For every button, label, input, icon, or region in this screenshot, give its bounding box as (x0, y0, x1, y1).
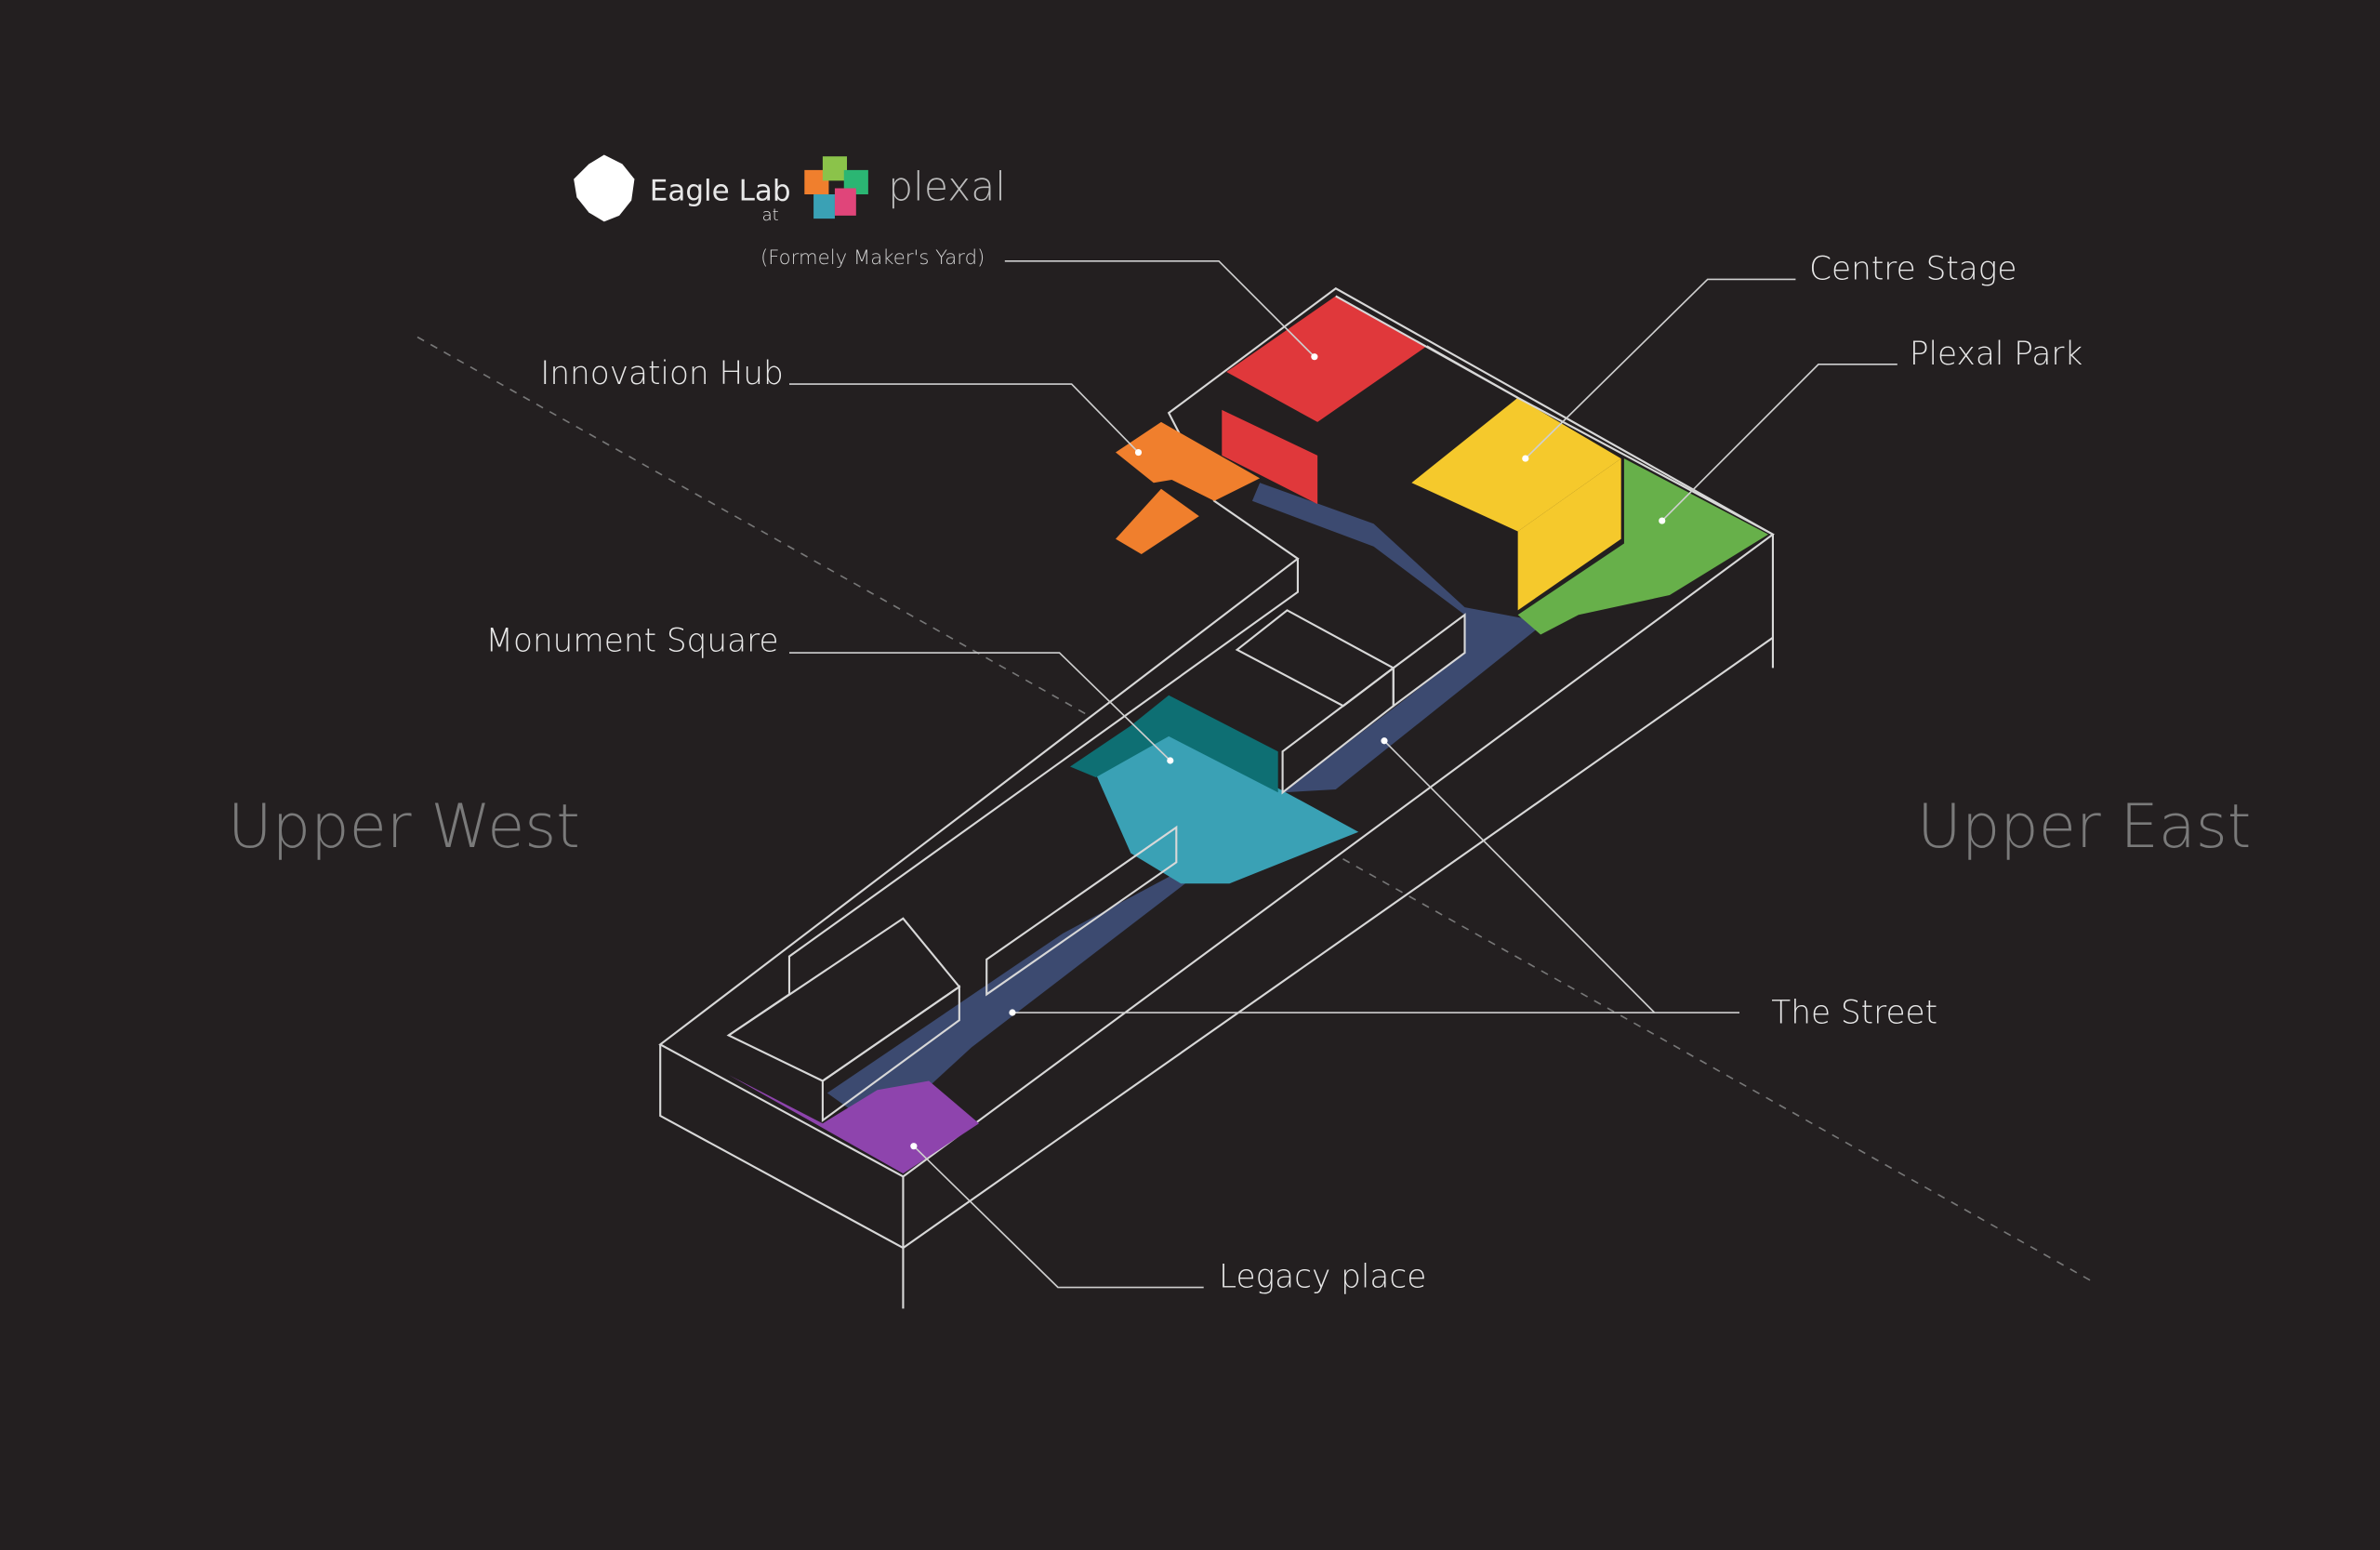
block-side (1392, 613, 1466, 709)
block-side (821, 985, 960, 1123)
label-innovation-hub: Innovation Hub (540, 355, 784, 392)
svg-text:at: at (762, 205, 779, 225)
label-monument-square: Monument Square (485, 622, 778, 659)
leader-innovation-hub (788, 383, 1140, 454)
leader-monument-square (788, 652, 1171, 762)
centre-stage-wall (1517, 458, 1621, 611)
monument-square-floor (1095, 728, 1359, 884)
leader-legacy-place (913, 1146, 1204, 1289)
block (985, 825, 1178, 997)
label-plexal-park: Plexal Park (1910, 336, 2082, 373)
eagle-icon (574, 154, 635, 222)
svg-text:plexal: plexal (888, 166, 1006, 211)
monument-square-wall (1070, 695, 1278, 793)
label-the-street: The Street (1771, 994, 1937, 1031)
leader-the-street-2 (1383, 740, 1656, 1013)
svg-text:(Formely Maker's Yard): (Formely Maker's Yard) (760, 246, 985, 270)
svg-text:Eagle Lab: Eagle Lab (650, 175, 791, 208)
zone-upper-east: Upper East (1917, 791, 2251, 862)
marker-dots (910, 353, 1666, 1150)
makers-yard-wall (1222, 409, 1318, 505)
plexal-cube-icon (804, 156, 868, 219)
logo: Eagle Lab at plexal (Formely Maker's Yar… (574, 154, 1006, 270)
leader-makers-yard (1004, 260, 1316, 358)
the-street-area (826, 483, 1546, 1132)
building (658, 286, 1775, 1309)
makers-yard-area (1226, 296, 1427, 422)
zone-upper-west: Upper West (228, 791, 580, 862)
innovation-hub-area-2 (1116, 488, 1199, 554)
plexal-park-area (1517, 458, 1769, 635)
centre-stage-floor (1411, 397, 1621, 532)
label-legacy-place: Legacy place (1219, 1259, 1426, 1296)
label-centre-stage: Centre Stage (1809, 250, 2016, 287)
leader-plexal-park (1661, 364, 1897, 522)
leader-centre-stage (1525, 278, 1796, 459)
